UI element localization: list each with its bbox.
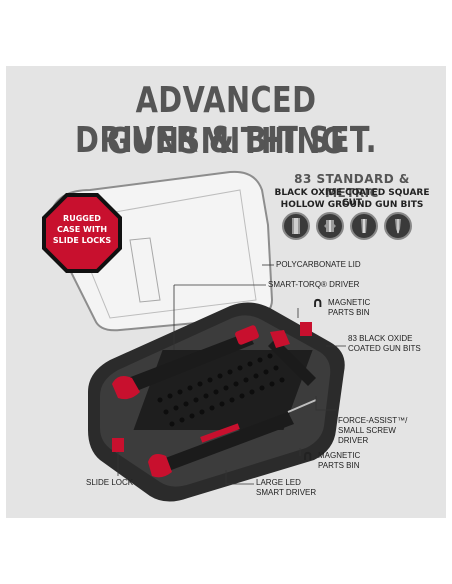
callout-lid: POLYCARBONATE LID [276, 260, 361, 269]
slide-lock-left [112, 438, 124, 452]
callout-slide-lock: SLIDE LOCK [86, 478, 134, 487]
badge-line-3: SLIDE LOCKS [52, 236, 112, 245]
callout-magnetic-bottom-line-1: MAGNETIC [318, 451, 361, 460]
callout-large-line-1: LARGE LED [256, 478, 301, 487]
callout-bits: 83 BLACK OXIDE COATED GUN BITS [348, 334, 421, 354]
callout-bits-line-1: 83 BLACK OXIDE [348, 334, 413, 343]
badge-line-2: CASE WITH [56, 225, 108, 234]
force-assist-driver [268, 330, 316, 386]
callout-magnetic-top-line-2: PARTS BIN [328, 308, 370, 317]
badge-text: RUGGED CASE WITH SLIDE LOCKS [46, 213, 118, 246]
subtitle-line-3: HOLLOW GROUND GUN BITS [280, 200, 424, 210]
bits [157, 349, 285, 427]
callout-force-assist: FORCE-ASSIST™/ SMALL SCREW DRIVER [338, 416, 407, 446]
callout-lines [117, 264, 346, 485]
lid-brand-emboss [129, 237, 161, 303]
large-smart-driver [148, 399, 317, 478]
callout-large-line-2: SMART DRIVER [256, 488, 317, 497]
callout-magnetic-bottom-line-2: PARTS BIN [318, 461, 360, 470]
badge-fill [46, 197, 118, 269]
callout-force-line-1: FORCE-ASSIST™/ [338, 416, 408, 425]
title-line-2: DRIVER & BIT SET. [75, 120, 377, 161]
callout-force-line-2: SMALL SCREW [338, 426, 396, 435]
callout-smart-torq: SMART-TORQ® DRIVER [268, 280, 360, 289]
title-line-1: ADVANCED GUNSMITHING [107, 80, 345, 162]
hex-bit-icon [282, 212, 310, 240]
subtitle-line-2: BLACK OXIDE COATED SQUARE CUT [274, 188, 430, 208]
phillips-bit-icon [384, 212, 412, 240]
callout-bits-line-2: COATED GUN BITS [348, 344, 421, 353]
callout-magnetic-bottom: MAGNETIC PARTS BIN [318, 451, 360, 471]
magnet-icon-top: ∩ [312, 295, 324, 311]
magnet-icon-bottom: ∩ [302, 448, 314, 464]
callout-magnetic-top-line-1: MAGNETIC [328, 298, 371, 307]
lid-inner-frame [69, 189, 257, 319]
smart-torq-driver [112, 325, 259, 400]
slide-lock-right [300, 322, 312, 336]
callout-magnetic-top: MAGNETIC PARTS BIN [328, 298, 370, 318]
badge-line-1: RUGGED [63, 214, 101, 223]
subtitle-line-1: 83 STANDARD & METRIC [294, 172, 410, 200]
flat-bit-icon [350, 212, 378, 240]
callout-large-driver: LARGE LED SMART DRIVER [256, 478, 316, 498]
torx-bit-icon [316, 212, 344, 240]
callout-force-line-3: DRIVER [338, 436, 369, 445]
